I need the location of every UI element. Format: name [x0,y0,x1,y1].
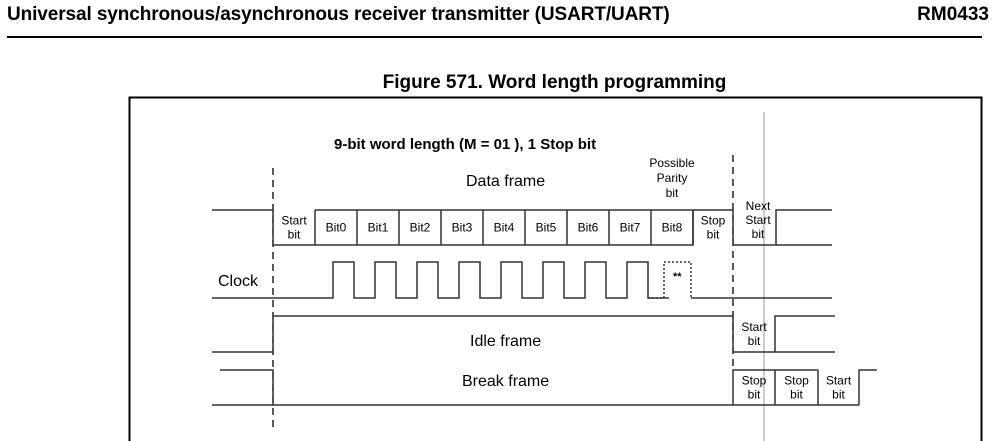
idle-start-bit-label: bit [748,334,761,348]
data-cell-label: bit [707,228,720,242]
next-start-bit-label: bit [752,227,765,241]
data-cell-label: Start [281,214,307,228]
header-rule [7,36,982,38]
data-cell-label: Bit3 [452,221,473,235]
break-final-rise [858,369,877,405]
idle-frame-label: Idle frame [470,333,541,350]
clock-extra-marker: ** [673,271,682,283]
parity-note-line1: Possible [649,156,695,170]
idle-start-bit-label: Start [741,320,767,334]
data-stop-next-start [693,209,832,246]
next-start-bit-label: Next [746,199,771,213]
data-cell-label: Bit0 [326,221,347,235]
document-reference: RM0433 [917,4,989,25]
diagram-subtitle: 9-bit word length (M = 01 ), 1 Stop bit [334,136,596,153]
data-cell-label: Bit7 [620,221,641,235]
clock-pulse-train [212,261,669,299]
data-cell-label: Bit2 [410,221,431,235]
break-tail-cell-label: Start [826,374,852,388]
data-cell-label: Bit4 [494,221,515,235]
break-tail-cell-label: Stop [742,374,767,388]
data-cell-label: Bit1 [368,221,389,235]
data-cell-label: Bit6 [578,221,599,235]
break-tail-top [732,369,818,405]
page-header-title: Universal synchronous/asynchronous recei… [7,4,670,25]
data-cell-label: Stop [701,214,726,228]
data-cell-label: Bit5 [536,221,557,235]
parity-note-line2: Parity [657,171,688,185]
data-cell-label: Bit8 [662,221,683,235]
idle-waveform [212,315,835,353]
break-tail-cell-label: Stop [784,374,809,388]
break-tail-cell-label: bit [832,388,845,402]
parity-note-line3: bit [666,186,679,200]
clock-label: Clock [218,273,259,290]
data-frame-label: Data frame [466,173,545,190]
break-waveform-low [220,369,859,406]
figure-title: Figure 571. Word length programming [382,72,727,93]
next-start-bit-label: Start [745,213,771,227]
clock-waveform [212,261,832,299]
break-tail-cell-label: bit [790,388,803,402]
figure-frame [128,96,983,441]
clock-optional-pulse [648,261,692,299]
break-frame-label: Break frame [462,373,549,390]
break-tail-cell-label: bit [748,388,761,402]
data-cell-label: bit [288,228,301,242]
